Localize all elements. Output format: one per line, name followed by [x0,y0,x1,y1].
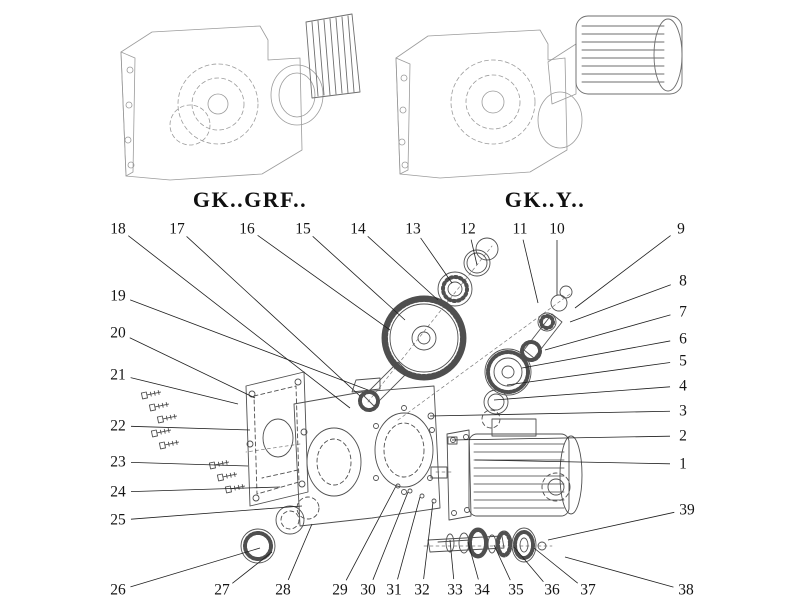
part-number-22: 22 [110,418,126,435]
part-number-13: 13 [405,221,421,238]
leader-line-6 [521,340,671,369]
leader-line-35 [493,544,511,581]
leader-line-2 [451,435,671,441]
gear-housing [261,377,441,527]
leader-line-4 [493,386,671,401]
bearing-cover-rings [240,496,320,564]
assembly-axis-lines [245,245,571,547]
part-number-6: 6 [679,331,687,348]
leader-line-12 [470,239,478,266]
part-number-21: 21 [110,367,126,384]
leader-line-14 [367,236,439,301]
leader-line-8 [569,284,671,323]
leader-line-30 [372,491,409,580]
leader-line-25 [130,505,303,520]
leader-line-36 [513,546,544,583]
large-gear-and-shaft [358,295,467,412]
part-number-3: 3 [679,403,687,420]
leader-line-28 [287,523,313,581]
part-number-4: 4 [679,378,687,395]
leader-line-9 [574,235,671,309]
callout-layer: 1234567891011121314151617181920212223242… [110,221,695,599]
part-number-20: 20 [110,325,126,342]
leader-line-17 [186,236,361,397]
part-number-14: 14 [350,221,366,238]
leader-line-20 [129,337,256,399]
mounting-flange-plate [245,371,309,507]
leader-line-38 [564,556,674,588]
part-number-1: 1 [679,456,687,473]
part-number-16: 16 [239,221,255,238]
model-drawing-gk-grf [120,13,361,181]
leader-line-39 [547,511,675,541]
leader-line-15 [312,236,406,321]
motor-drawing [547,15,683,105]
part-number-11: 11 [513,221,528,238]
part-number-18: 18 [110,221,126,238]
leader-line-23 [130,461,249,467]
leader-line-3 [429,410,671,417]
part-number-39: 39 [679,502,695,519]
leader-line-16 [257,235,391,331]
leader-line-18 [128,235,351,409]
leader-line-27 [232,551,273,584]
leader-line-29 [345,485,397,581]
part-number-9: 9 [677,221,685,238]
part-number-34: 34 [474,582,490,599]
flange-screws [140,388,246,494]
leader-line-21 [130,377,239,405]
leader-line-22 [130,425,251,431]
leader-line-34 [467,541,479,580]
leader-line-26 [130,547,261,588]
leader-line-19 [130,299,369,391]
leader-line-1 [474,459,671,465]
part-number-12: 12 [460,221,476,238]
part-number-28: 28 [275,582,291,599]
part-number-38: 38 [678,582,694,599]
part-number-31: 31 [386,582,402,599]
part-number-36: 36 [544,582,560,599]
part-number-23: 23 [110,454,126,471]
cooling-fin-block [305,13,361,99]
part-number-2: 2 [679,428,687,445]
intermediate-gear-and-washers [481,348,532,429]
model-label-gk-grf: GK..GRF.. [193,187,307,212]
model-label-gk-y: GK..Y.. [505,187,586,212]
leader-line-11 [522,239,539,304]
leader-line-33 [449,539,455,580]
part-number-7: 7 [679,304,687,321]
leader-line-13 [420,237,453,284]
leader-line-7 [544,314,671,351]
electric-motor [430,418,583,521]
leader-line-32 [423,501,434,580]
part-number-26: 26 [110,582,126,599]
part-number-29: 29 [332,582,348,599]
leader-line-31 [397,496,421,580]
part-number-27: 27 [214,582,230,599]
part-number-25: 25 [110,512,126,529]
part-number-15: 15 [295,221,311,238]
part-number-17: 17 [169,221,185,238]
part-number-10: 10 [549,221,565,238]
part-number-8: 8 [679,273,687,290]
part-number-24: 24 [110,484,126,501]
leader-line-24 [130,486,281,493]
part-number-33: 33 [447,582,463,599]
part-number-30: 30 [360,582,376,599]
model-drawing-gk-y [395,15,683,179]
part-number-19: 19 [110,288,126,305]
pinion-shaft-assembly [520,285,573,362]
part-number-5: 5 [679,353,687,370]
part-number-35: 35 [508,582,524,599]
leader-line-37 [533,547,578,584]
output-shaft-assembly [427,527,547,563]
leader-line-5 [506,362,671,386]
shaft-key [447,436,458,445]
input-bearing-and-rings [437,237,499,307]
part-number-32: 32 [414,582,430,599]
exploded-view-drawing [140,237,583,564]
part-number-37: 37 [580,582,596,599]
